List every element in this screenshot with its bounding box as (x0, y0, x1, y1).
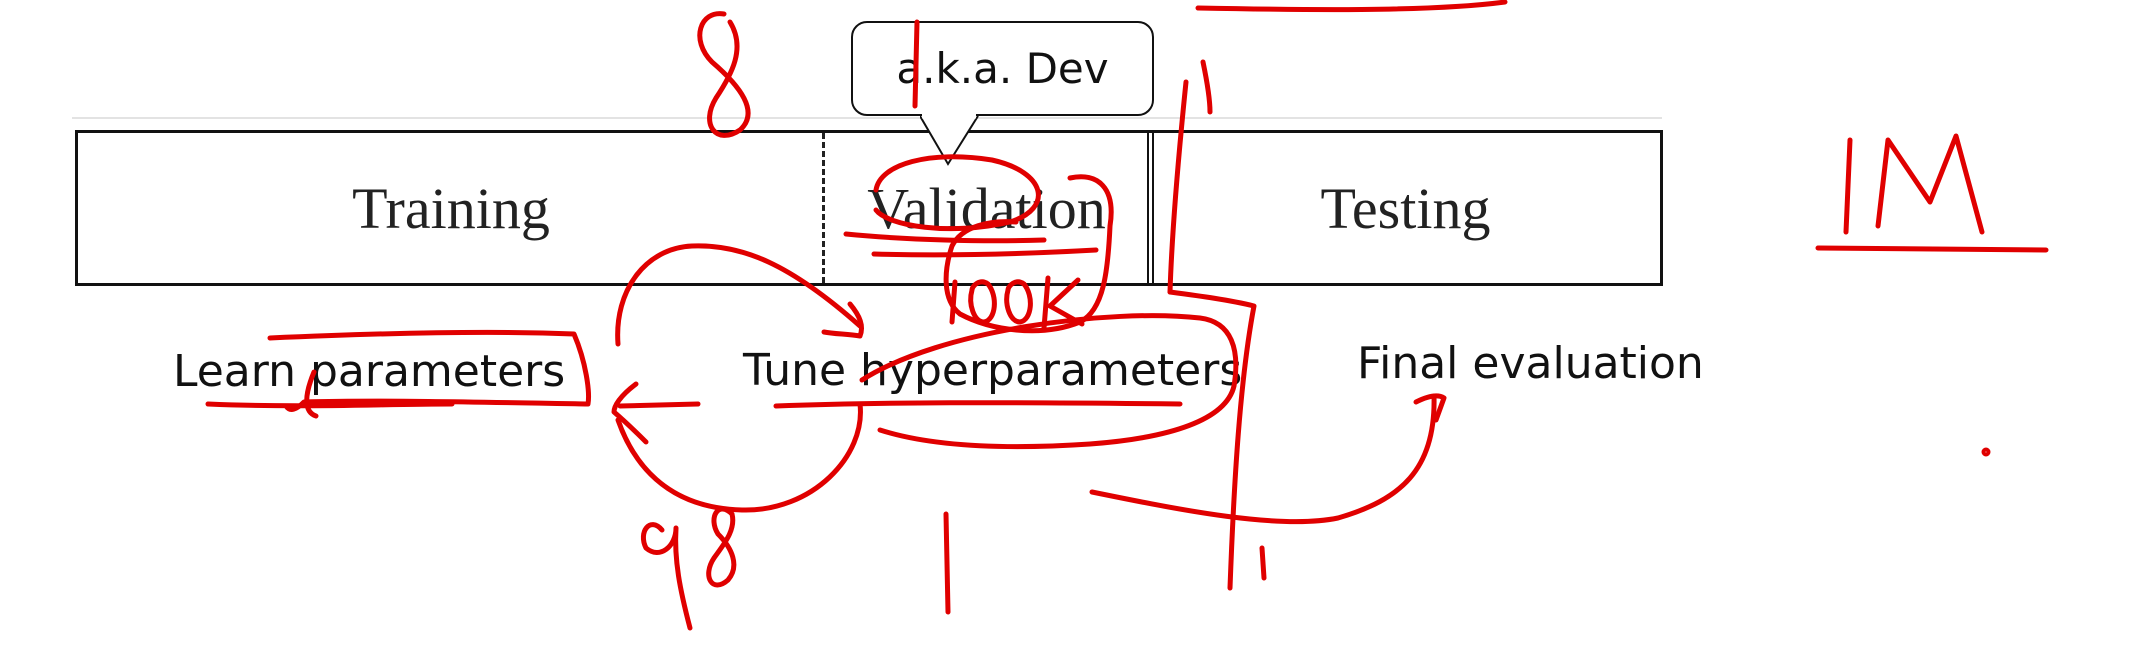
ink-stroke (821, 301, 865, 339)
ink-stroke (1047, 277, 1085, 327)
training-segment: Training (352, 175, 550, 241)
ink-stroke (205, 401, 455, 409)
validation-segment: Validation (867, 175, 1106, 241)
page-divider (72, 117, 1662, 119)
ink-arrow (1089, 393, 1437, 525)
ink-loop (615, 401, 863, 513)
ink-stroke (949, 279, 958, 325)
ink-stroke (617, 401, 701, 409)
testing-segment: Testing (1320, 175, 1491, 241)
ink-stroke (1259, 545, 1267, 581)
ink-stroke (943, 511, 951, 615)
ink-stroke (1200, 59, 1213, 115)
ink-stroke (640, 522, 693, 631)
ink-stroke (706, 506, 737, 588)
ink-stroke (1167, 289, 1257, 591)
ink-stroke (1195, 0, 1508, 13)
solid-divider (1147, 133, 1154, 283)
tune-hyperparameters-label: Tune hyperparameters (743, 345, 1243, 396)
callout-pointer (920, 114, 979, 166)
ink-arrow-head (1413, 393, 1447, 423)
ink-stroke (1004, 279, 1033, 325)
dev-callout: a.k.a. Dev (851, 21, 1154, 116)
ink-stroke (968, 279, 997, 325)
learn-parameters-label: Learn parameters (173, 346, 566, 397)
final-evaluation-label: Final evaluation (1357, 338, 1704, 389)
ink-stroke (1875, 133, 1985, 235)
ink-stroke (1843, 137, 1853, 235)
ink-stroke (1815, 245, 2049, 253)
ink-stroke (773, 400, 1183, 409)
data-split-bar: Training Validation Testing (75, 130, 1663, 286)
ink-stroke (611, 381, 649, 445)
ink-dot (1981, 447, 1991, 457)
dashed-divider (822, 133, 825, 283)
